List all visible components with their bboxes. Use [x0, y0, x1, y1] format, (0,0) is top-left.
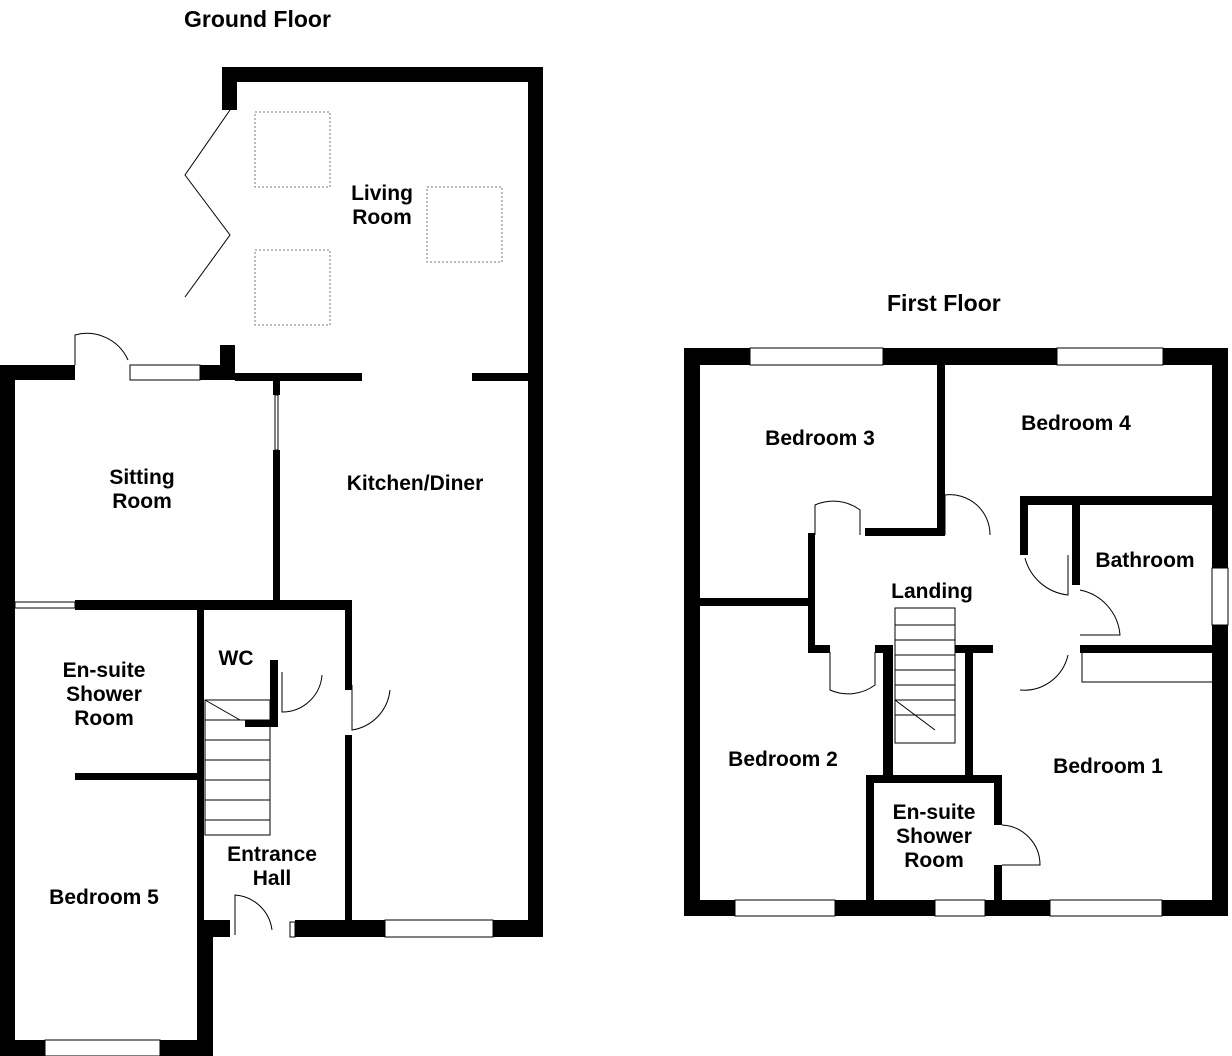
room-label-entrance-hall: Entrance Hall: [227, 843, 317, 890]
room-label-bathroom: Bathroom: [1095, 549, 1195, 572]
room-label-bedroom-3: Bedroom 3: [765, 427, 875, 450]
first-floor-title: First Floor: [887, 290, 1001, 316]
first-floor-windows-doors: [734, 347, 1229, 917]
room-label-landing: Landing: [891, 580, 973, 603]
room-label-kitchen-diner: Kitchen/Diner: [346, 472, 484, 495]
room-label-sitting-room: Sitting Room: [109, 466, 175, 513]
room-label-ground-ensuite: En-suite Shower Room: [62, 659, 146, 730]
room-label-bedroom-2: Bedroom 2: [728, 748, 838, 771]
room-label-living-room: Living Room: [351, 182, 413, 229]
room-label-bedroom-4: Bedroom 4: [1021, 412, 1131, 435]
room-label-bedroom-5: Bedroom 5: [49, 886, 159, 909]
ground-floor-title: Ground Floor: [184, 6, 331, 32]
room-label-first-ensuite: En-suite Shower Room: [892, 801, 976, 872]
room-label-wc: WC: [218, 647, 254, 670]
ground-floor-windows-doors: [14, 109, 503, 1056]
room-label-bedroom-1: Bedroom 1: [1053, 755, 1163, 778]
